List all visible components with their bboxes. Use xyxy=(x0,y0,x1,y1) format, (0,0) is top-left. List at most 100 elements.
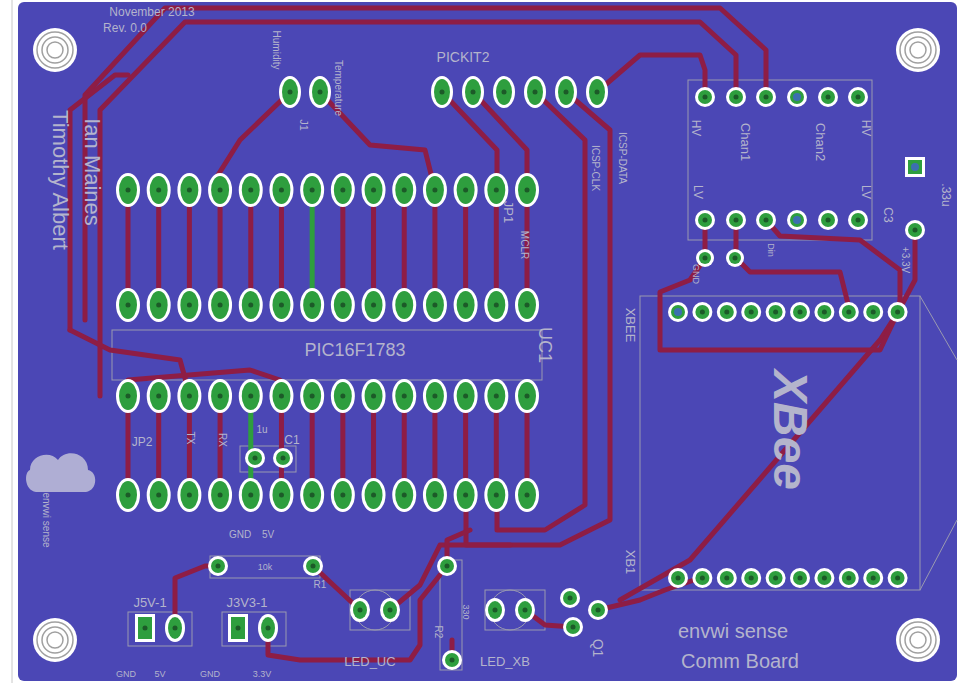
pad-rim xyxy=(563,617,583,637)
drill-hole xyxy=(310,303,315,308)
drill-hole xyxy=(358,608,363,613)
mounting-ring xyxy=(42,37,68,63)
via xyxy=(793,216,801,224)
pad xyxy=(334,176,352,204)
drill-hole xyxy=(216,564,221,569)
drill-hole xyxy=(432,188,437,193)
drill-hole xyxy=(846,310,851,315)
drill-hole xyxy=(402,188,407,193)
drill-hole xyxy=(502,90,507,95)
silkscreen-label: 3.3V xyxy=(253,670,272,679)
copper-trace xyxy=(371,190,376,305)
drill-hole xyxy=(340,303,345,308)
pad-rim xyxy=(560,588,580,608)
pad-rim xyxy=(839,568,859,588)
drill-hole xyxy=(310,188,315,193)
silkscreen-label: J3V3-1 xyxy=(226,596,267,609)
silkscreen-label: C1 xyxy=(284,434,299,446)
silkscreen-label: Ian Maines xyxy=(81,118,103,226)
led-outline xyxy=(490,590,530,630)
square-pad xyxy=(138,617,152,639)
copper-trace xyxy=(898,230,915,312)
drill-hole xyxy=(734,95,739,100)
pad-rim xyxy=(814,302,834,322)
pad-rim xyxy=(515,598,535,622)
pad xyxy=(496,79,512,105)
copper-trace xyxy=(218,190,223,305)
pad xyxy=(272,291,290,319)
drill-hole xyxy=(310,493,315,498)
pad xyxy=(426,291,444,319)
drill-hole xyxy=(734,218,739,223)
pad xyxy=(312,79,328,105)
drill-hole xyxy=(525,394,530,399)
pad-rim xyxy=(350,598,370,622)
pad-rim xyxy=(392,288,416,322)
pad xyxy=(445,653,459,667)
pad-rim xyxy=(756,87,776,107)
silkscreen-label: R1 xyxy=(314,580,327,590)
silkscreen-label: +3.3V xyxy=(900,247,910,273)
pad-rim xyxy=(726,87,746,107)
pad xyxy=(487,382,505,410)
pad-rim xyxy=(269,478,293,512)
pad-rim xyxy=(135,614,155,642)
pad xyxy=(759,90,773,104)
drill-hole xyxy=(266,626,271,631)
copper-trace xyxy=(126,190,131,305)
drill-hole xyxy=(156,394,161,399)
drill-hole xyxy=(126,493,131,498)
drill-hole xyxy=(156,188,161,193)
pad xyxy=(395,176,413,204)
drill-hole xyxy=(156,493,161,498)
silkscreen-label: Temperature xyxy=(333,60,343,116)
pad xyxy=(457,382,475,410)
pad xyxy=(842,305,856,319)
drill-hole xyxy=(676,576,681,581)
pad xyxy=(891,571,905,585)
component-outline xyxy=(485,590,545,630)
silkscreen-label: JP1 xyxy=(502,201,515,223)
pad xyxy=(365,176,383,204)
silkscreen-label: Chan1 xyxy=(739,123,752,161)
pad-rim xyxy=(726,210,746,230)
copper-trace xyxy=(187,190,192,305)
drill-hole xyxy=(798,310,803,315)
pad-rim xyxy=(741,568,761,588)
pad-rim xyxy=(588,600,608,620)
drill-hole xyxy=(463,188,468,193)
silkscreen-label: LV xyxy=(692,185,704,199)
pad-rim xyxy=(177,173,201,207)
pad-rim xyxy=(239,478,263,512)
drill-hole xyxy=(218,303,223,308)
drill-hole xyxy=(371,493,376,498)
pad-rim xyxy=(454,478,478,512)
pad xyxy=(353,601,367,619)
component-outline xyxy=(688,80,872,240)
copper-trace xyxy=(597,55,705,97)
mounting-ring xyxy=(910,632,926,648)
pad-rim xyxy=(888,568,908,588)
pad-rim xyxy=(177,379,201,413)
pad-rim xyxy=(668,568,688,588)
pad-rim xyxy=(524,76,546,108)
drill-hole xyxy=(826,95,831,100)
pad-rim xyxy=(392,173,416,207)
square-pad xyxy=(908,160,922,174)
pad-rim xyxy=(515,288,539,322)
pad xyxy=(817,571,831,585)
pad-rim xyxy=(392,478,416,512)
copper-trace xyxy=(494,190,499,305)
pad-rim xyxy=(208,173,232,207)
drill-hole xyxy=(463,493,468,498)
drill-hole xyxy=(340,394,345,399)
square-pad xyxy=(231,617,245,639)
drill-hole xyxy=(895,310,900,315)
silkscreen-label: Humidity xyxy=(271,31,281,70)
copper-trace xyxy=(340,190,345,305)
pad xyxy=(242,481,260,509)
drill-hole xyxy=(463,394,468,399)
logo-cloud xyxy=(26,453,95,492)
pad xyxy=(720,305,734,319)
pad-rim xyxy=(165,614,185,642)
